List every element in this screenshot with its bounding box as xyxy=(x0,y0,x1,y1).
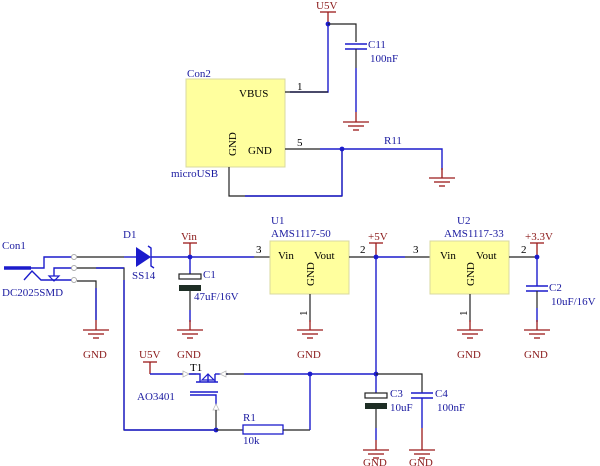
gnd-symbol-c3 xyxy=(362,439,390,459)
d1-comment: SS14 xyxy=(132,270,156,282)
capacitor-c11: C11 100nF xyxy=(345,39,398,112)
svg-text:2: 2 xyxy=(360,244,366,256)
resistor-r1: R1 10k xyxy=(242,412,284,447)
svg-text:Vin: Vin xyxy=(440,250,456,262)
svg-text:Vout: Vout xyxy=(314,250,335,262)
u2-designator: U2 xyxy=(457,215,470,227)
svg-text:VBUS: VBUS xyxy=(239,88,268,100)
c3-value: 10uF xyxy=(390,402,413,414)
svg-text:GND: GND xyxy=(457,349,481,361)
svg-text:+5V: +5V xyxy=(368,231,388,243)
plus5v-power-port: +5V xyxy=(368,231,388,257)
gnd-symbol-u2 xyxy=(456,319,484,339)
svg-text:2: 2 xyxy=(521,244,527,256)
regulator-u2: U2 AMS1117-33 Vin Vout GND 1 2 xyxy=(429,215,537,322)
svg-text:3: 3 xyxy=(256,244,262,256)
svg-text:3: 3 xyxy=(413,244,419,256)
plus33v-power-port: +3.3V xyxy=(525,231,553,257)
svg-text:1: 1 xyxy=(298,311,310,317)
svg-text:Vin: Vin xyxy=(278,250,294,262)
con2-body xyxy=(185,78,286,168)
u1-designator: U1 xyxy=(271,215,284,227)
gnd-symbol-c2 xyxy=(523,319,551,339)
capacitor-c3: C3 10uF xyxy=(364,374,413,440)
gnd-symbol-u1 xyxy=(296,319,324,339)
svg-text:GND: GND xyxy=(227,132,239,156)
c4-value: 100nF xyxy=(437,402,465,414)
svg-text:Vout: Vout xyxy=(476,250,497,262)
wire-c11-top xyxy=(328,23,357,42)
svg-text:GND: GND xyxy=(363,457,387,466)
gnd-symbol-r11 xyxy=(428,167,456,187)
u5v-mosfet-power-port: U5V xyxy=(139,349,160,374)
capacitor-c4: C4 100nF xyxy=(376,373,465,440)
c11-designator: C11 xyxy=(368,39,386,51)
connector-con2: Con2 VBUS GND GND 1 5 microUSB xyxy=(171,68,328,180)
con2-designator: Con2 xyxy=(187,68,211,80)
t1-designator: T1 xyxy=(190,362,202,374)
gnd-symbol-con1 xyxy=(82,319,110,339)
svg-text:GND: GND xyxy=(248,145,272,157)
svg-text:GND: GND xyxy=(524,349,548,361)
gnd-symbol-c4 xyxy=(408,439,436,459)
c4-designator: C4 xyxy=(435,388,448,400)
gnd-symbol-c1 xyxy=(176,319,204,339)
svg-text:1: 1 xyxy=(297,81,303,93)
regulator-u1: U1 AMS1117-50 Vin Vout GND 1 2 xyxy=(269,215,376,322)
svg-text:GND: GND xyxy=(297,349,321,361)
vin-power-port: Vin xyxy=(181,231,197,257)
r1-value: 10k xyxy=(243,435,260,447)
d1-designator: D1 xyxy=(123,229,136,241)
capacitor-c1: C1 47uF/16V xyxy=(178,257,239,322)
svg-text:GND: GND xyxy=(177,349,201,361)
connector-con1: Con1 DC2025SMD xyxy=(2,240,77,299)
r11-designator: R11 xyxy=(384,135,402,147)
svg-text:GND: GND xyxy=(409,457,433,466)
con1-designator: Con1 xyxy=(2,240,26,252)
svg-text:+3.3V: +3.3V xyxy=(525,231,553,243)
c2-designator: C2 xyxy=(549,282,562,294)
u1-comment: AMS1117-50 xyxy=(271,228,331,240)
con2-comment: microUSB xyxy=(171,168,218,180)
svg-text:GND: GND xyxy=(465,262,477,286)
c1-designator: C1 xyxy=(203,269,216,281)
con1-comment: DC2025SMD xyxy=(2,287,63,299)
svg-text:U5V: U5V xyxy=(316,0,337,12)
c2-value: 10uF/16V xyxy=(551,296,596,308)
u5v-top-power-port: U5V xyxy=(316,0,337,24)
c11-value: 100nF xyxy=(370,53,398,65)
wire-vbus xyxy=(290,24,329,93)
svg-text:U5V: U5V xyxy=(139,349,160,361)
svg-text:1: 1 xyxy=(458,311,470,317)
t1-comment: AO3401 xyxy=(137,391,175,403)
wire-con2-gnd xyxy=(320,148,443,170)
c1-value: 47uF/16V xyxy=(194,291,239,303)
u2-comment: AMS1117-33 xyxy=(444,228,504,240)
r1-designator: R1 xyxy=(243,412,256,424)
svg-text:Vin: Vin xyxy=(181,231,197,243)
svg-text:GND: GND xyxy=(305,262,317,286)
gnd-symbol-c11 xyxy=(342,111,370,131)
diode-d1: D1 SS14 xyxy=(123,229,190,282)
svg-text:5: 5 xyxy=(297,137,303,149)
svg-text:GND: GND xyxy=(83,349,107,361)
capacitor-c2: C2 10uF/16V xyxy=(526,257,596,322)
c3-designator: C3 xyxy=(390,388,403,400)
